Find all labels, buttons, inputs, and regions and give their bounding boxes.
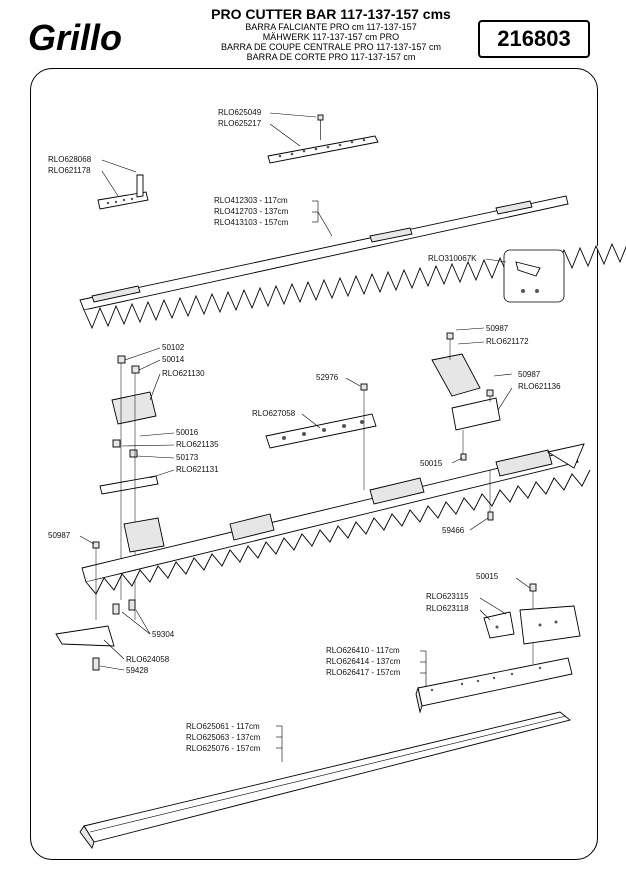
label-59304: 59304 <box>152 630 175 639</box>
support-bar <box>415 657 573 714</box>
part-code-box: 216803 <box>478 20 590 58</box>
label-50987-right: 50987 <box>518 370 541 379</box>
label-rlo621131: RLO621131 <box>176 465 219 474</box>
label-rlo621130: RLO621130 <box>162 369 205 378</box>
knife-back-strip <box>267 135 379 164</box>
label-rlo412303: RLO412303 - 117cm <box>214 196 288 205</box>
label-rlo628068: RLO628068 <box>48 155 92 164</box>
finger-bar <box>81 430 591 620</box>
label-rlo625049: RLO625049 <box>218 108 262 117</box>
strip-bolt <box>317 114 324 140</box>
subtitle-es: BARRA DE CORTE PRO 117-137-157 cm <box>246 52 416 62</box>
label-rlo625063: RLO625063 - 137cm <box>186 733 261 742</box>
guard-section <box>483 583 581 664</box>
label-rlo621135: RLO621135 <box>176 440 219 449</box>
label-rlo626417: RLO626417 - 157cm <box>326 668 401 677</box>
label-rlo624058: RLO624058 <box>126 655 170 664</box>
label-50173: 50173 <box>176 453 199 462</box>
label-59466: 59466 <box>442 526 465 535</box>
label-rlo626414: RLO626414 - 137cm <box>326 657 401 666</box>
center-plate <box>265 383 377 490</box>
label-50987-right-top: 50987 <box>486 324 509 333</box>
kit-rlo310067k <box>503 249 565 303</box>
diagram-frame <box>30 68 598 860</box>
knife-blade <box>79 195 626 330</box>
label-rlo625076: RLO625076 - 157cm <box>186 744 261 753</box>
label-rlo623118: RLO623118 <box>426 604 469 613</box>
knife-holder-plate <box>97 174 149 210</box>
label-50015-bar: 50015 <box>420 459 443 468</box>
label-rlo625217: RLO625217 <box>218 119 262 128</box>
part-code: 216803 <box>497 26 571 51</box>
label-59428: 59428 <box>126 666 149 675</box>
title-block: PRO CUTTER BAR 117-137-157 cms BARRA FAL… <box>196 6 466 62</box>
label-rlo310067k: RLO310067K <box>428 254 477 263</box>
label-rlo626410: RLO626410 - 117cm <box>326 646 400 655</box>
page-title: PRO CUTTER BAR 117-137-157 cms <box>211 6 451 22</box>
skid-shoe <box>55 599 136 671</box>
label-rlo623115: RLO623115 <box>426 592 469 601</box>
label-rlo413103: RLO413103 - 157cm <box>214 218 289 227</box>
left-clamp <box>99 355 159 620</box>
label-rlo621178: RLO621178 <box>48 166 91 175</box>
grillo-logo: Grillo <box>24 17 194 58</box>
bottom-wear-bar <box>79 711 571 849</box>
label-50016: 50016 <box>176 428 199 437</box>
label-rlo625061: RLO625061 - 117cm <box>186 722 260 731</box>
label-rlo627058: RLO627058 <box>252 409 296 418</box>
label-52976: 52976 <box>316 373 339 382</box>
label-50102: 50102 <box>162 343 185 352</box>
label-50987-left: 50987 <box>48 531 71 540</box>
subtitle-it: BARRA FALCIANTE PRO cm 117-137-157 <box>245 22 417 32</box>
label-rlo621136: RLO621136 <box>518 382 561 391</box>
label-50015-guard: 50015 <box>476 572 499 581</box>
logo-text: Grillo <box>28 18 122 58</box>
label-rlo412703: RLO412703 - 137cm <box>214 207 289 216</box>
subtitle-de: MÄHWERK 117-137-157 cm PRO <box>262 32 400 42</box>
label-rlo621172: RLO621172 <box>486 337 529 346</box>
label-50014: 50014 <box>162 355 185 364</box>
subtitle-fr: BARRA DE COUPE CENTRALE PRO 117-137-157 … <box>221 42 441 52</box>
right-clamp <box>431 332 501 431</box>
